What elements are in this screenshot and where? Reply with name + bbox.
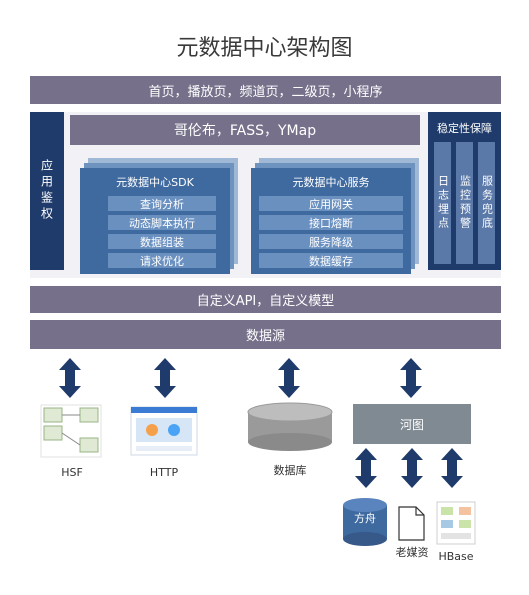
- service-item: 服务降级: [259, 234, 403, 249]
- fangzhou-db-icon: [343, 498, 387, 546]
- sdk-card: 元数据中心SDK 查询分析 动态脚本执行 数据组装 请求优化: [80, 168, 230, 274]
- http-label: HTTP: [149, 466, 179, 479]
- sdk-item: 数据组装: [108, 234, 216, 249]
- sdk-item: 请求优化: [108, 253, 216, 268]
- stability-item-label: 服务兜底: [480, 175, 494, 231]
- page-title: 元数据中心架构图: [176, 36, 353, 61]
- sdk-title: 元数据中心SDK: [116, 176, 194, 189]
- fangzhou-label: 方舟: [354, 512, 376, 525]
- service-item: 接口熔断: [259, 215, 403, 230]
- laomeizi-label: 老媒资: [395, 546, 429, 559]
- service-item: 数据缓存: [259, 253, 403, 268]
- database-icon: [247, 402, 333, 451]
- auth-column: 应用鉴权: [30, 112, 64, 270]
- stability-item-label: 监控预警: [458, 175, 472, 231]
- stability-title: 稳定性保障: [437, 122, 492, 135]
- double-arrow-icon: [400, 358, 422, 398]
- stability-item-label: 日志埋点: [436, 175, 450, 231]
- service-title: 元数据中心服务: [292, 176, 370, 189]
- auth-label: 应用鉴权: [39, 159, 54, 223]
- service-card: 元数据中心服务 应用网关 接口熔断 服务降级 数据缓存: [251, 168, 411, 274]
- stability-item: 监控预警: [456, 142, 473, 264]
- hbase-label: HBase: [438, 550, 474, 563]
- datasource-bar: 数据源: [30, 320, 501, 349]
- sdk-item: 查询分析: [108, 196, 216, 211]
- hsf-label: HSF: [61, 466, 83, 479]
- stability-panel: 稳定性保障 日志埋点 监控预警 服务兜底: [428, 112, 501, 270]
- custom-bar: 自定义API，自定义模型: [30, 286, 501, 313]
- hsf-diagram-icon: [40, 404, 102, 458]
- service-item: 应用网关: [259, 196, 403, 211]
- stability-item: 日志埋点: [434, 142, 451, 264]
- double-arrow-icon: [401, 448, 423, 488]
- sdk-item: 动态脚本执行: [108, 215, 216, 230]
- hbase-diagram-icon: [436, 501, 476, 545]
- stability-item: 服务兜底: [478, 142, 495, 264]
- double-arrow-icon: [59, 358, 81, 398]
- document-icon: [398, 506, 425, 541]
- gateway-bar: 哥伦布，FASS，YMap: [70, 115, 420, 145]
- db-label: 数据库: [273, 464, 307, 477]
- top-bar: 首页，播放页，频道页，二级页，小程序: [30, 76, 501, 104]
- double-arrow-icon: [441, 448, 463, 488]
- double-arrow-icon: [355, 448, 377, 488]
- http-screenshot-icon: [130, 406, 198, 456]
- double-arrow-icon: [154, 358, 176, 398]
- hetu-box: 河图: [353, 404, 471, 444]
- double-arrow-icon: [278, 358, 300, 398]
